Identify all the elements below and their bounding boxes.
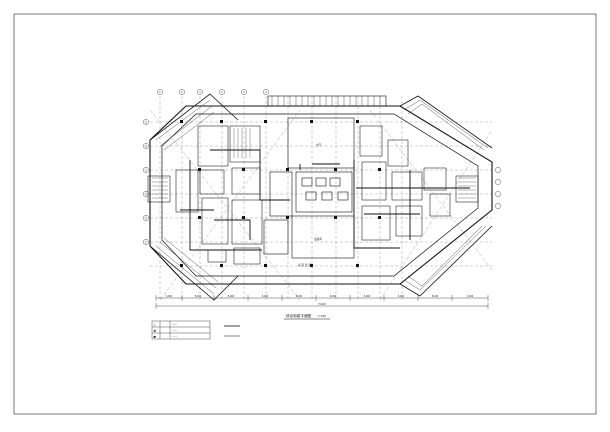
dim-5: 8,000 [296,295,303,298]
grid-col-2: ② [181,91,183,94]
dim-6: 8,000 [330,295,337,298]
grid-row-f: Ⓕ [145,240,148,244]
dimension-line-bottom [155,295,489,309]
legend-symbol-1: □ [154,324,157,327]
left-wing-hatch [155,99,219,295]
legend-desc-1: —— [172,324,178,327]
legend-entries: □ —— ▣ —— ■ —— [154,324,178,339]
left-grid-labels: Ⓐ Ⓑ Ⓒ Ⓓ Ⓔ Ⓕ [145,120,148,244]
grid-col-5: ⑤ [243,91,245,94]
left-rooms [175,125,263,265]
dim-8: 8,000 [398,295,405,298]
dim-1: 6,000 [166,295,173,298]
room-label-equipment: 设备间 [314,237,322,241]
drawing-title-block: 综合电缆平面图 1:100 [284,313,330,320]
floor-plan [147,93,493,301]
canopy-fins [271,96,381,106]
room-label-hall: 大厅 [316,143,322,147]
top-grid-bubbles [157,89,269,95]
legend-line-samples [224,325,240,337]
top-canopy [267,95,387,107]
stairs [152,128,476,199]
dim-4: 8,000 [262,295,269,298]
dimension-values-bottom: 6,000 8,000 8,000 8,000 8,000 8,000 8,00… [166,295,474,306]
dim-total: 76,000 [318,303,326,306]
top-grid-labels: ① ② ③ ④ ⑤ ⑥ [159,91,267,94]
right-wing-hatch [403,99,489,291]
legend-symbol-2: ▣ [154,330,157,333]
dim-3: 8,000 [228,295,235,298]
room-label-corridor: 走 道 走 道 [298,263,311,267]
right-rooms [147,125,479,241]
legend-symbol-3: ■ [154,336,157,339]
dim-9: 8,000 [432,295,439,298]
grid-col-1: ① [159,91,161,94]
column-grid-lines [150,96,492,300]
drawing-title: 综合电缆平面图 [286,313,312,318]
grid-row-e: Ⓔ [145,216,148,220]
dim-2: 8,000 [195,295,202,298]
grid-col-4: ④ [221,91,223,94]
left-grid-bubbles [143,119,149,245]
right-wing [399,95,493,297]
grid-col-6: ⑥ [265,91,267,94]
grid-row-b: Ⓑ [145,144,148,148]
legend-desc-2: —— [172,330,178,333]
grid-col-3: ③ [199,91,201,94]
left-wing [149,93,239,301]
central-core [263,117,355,259]
legend-desc-3: —— [172,336,178,339]
diagonal-axes [149,109,493,301]
building-outline [149,105,493,285]
structural-columns [180,120,381,267]
dim-7: 8,000 [364,295,371,298]
right-grid-bubbles [495,167,501,209]
dim-10: 6,000 [467,295,474,298]
grid-row-c: Ⓒ [145,168,148,172]
building-inner-outline [161,113,479,277]
grid-row-d: Ⓓ [145,192,148,196]
legend-table [151,320,211,340]
cable-routes [180,149,470,251]
drawing-scale: 1:100 [318,314,326,318]
sheet-border [13,13,597,415]
grid-row-a: Ⓐ [145,120,148,124]
